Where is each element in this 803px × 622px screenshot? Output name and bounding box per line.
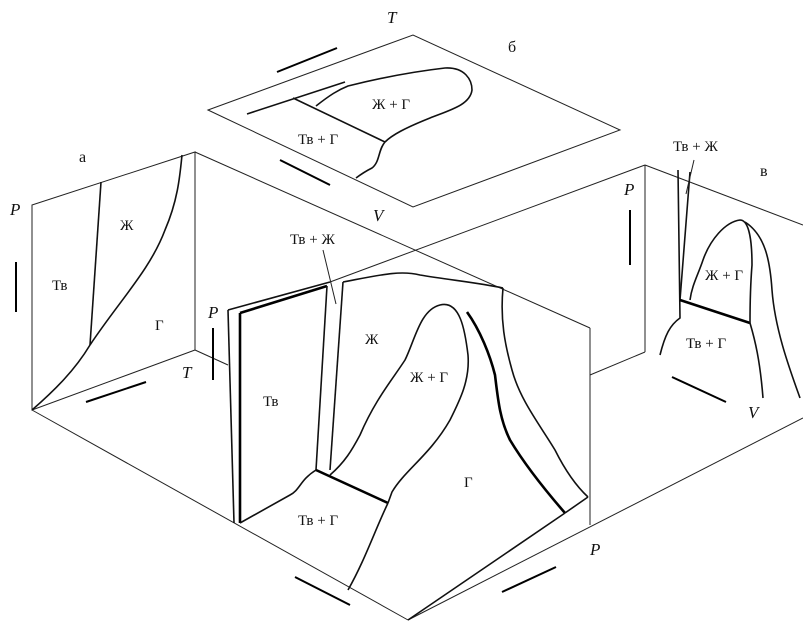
liquid-gas-dome-main xyxy=(329,303,470,504)
frame-lines xyxy=(31,34,803,621)
liquid-gas-label-main: Ж + Г xyxy=(410,370,448,386)
liquid-surface-top xyxy=(342,272,504,289)
outer-gas-boundary-c xyxy=(744,221,801,399)
liquid-region-label-main: Ж xyxy=(365,332,379,348)
solid-gas-boundary xyxy=(239,469,317,524)
v-axis-label-b: V xyxy=(373,206,386,225)
v-axis-arrow-main xyxy=(294,576,351,606)
frame-edge-lower-back xyxy=(194,349,229,366)
melting-curve xyxy=(89,181,102,346)
solid-liquid-leader-c xyxy=(685,159,695,195)
gas-region-label-main: Г xyxy=(464,475,473,491)
pv-panel-top-edge xyxy=(644,164,803,226)
gas-surface-upper-edge xyxy=(501,287,589,498)
t-axis-label-a: T xyxy=(182,363,193,382)
liquid-gas-label-c: Ж + Г xyxy=(705,268,743,284)
gas-surface-right-edge xyxy=(564,496,589,514)
solid-gas-label-main: Тв + Г xyxy=(298,513,338,529)
p-axis-label-a: P xyxy=(9,200,20,219)
solid-gas-label-b: Тв + Г xyxy=(298,132,338,148)
liquid-gas-dome-c xyxy=(689,219,753,324)
gas-boundary-b xyxy=(355,141,386,179)
liquid-gas-dome-b xyxy=(315,67,473,143)
panel-c-label: в xyxy=(760,163,768,180)
solid-boundary-c xyxy=(659,169,681,356)
panel-c-pv-diagram: P V в Тв + Ж Ж + Г Тв + Г xyxy=(623,139,801,422)
surface-top-left-edge xyxy=(227,281,331,311)
v-axis-arrow-b xyxy=(279,159,331,186)
t-axis-label-b: T xyxy=(387,8,398,27)
vaporization-curve xyxy=(89,154,183,346)
t-axis-arrow-main xyxy=(501,566,557,593)
panel-a-pt-diagram: P T а Тв Ж Г xyxy=(9,149,193,411)
critical-isotherm-main xyxy=(465,311,566,514)
solid-boundary-b xyxy=(246,81,346,115)
triple-line-main xyxy=(315,468,389,505)
solid-liquid-label-c: Тв + Ж xyxy=(673,139,718,155)
liquid-gas-label-b: Ж + Г xyxy=(372,97,410,113)
solid-liquid-boundary-right xyxy=(329,281,344,471)
solid-surface-top xyxy=(239,284,328,315)
p-axis-label-main: P xyxy=(207,303,218,322)
gas-region-label-a: Г xyxy=(155,318,164,334)
gas-surface-bottom-edge xyxy=(407,512,566,621)
triple-line-c xyxy=(679,298,751,325)
solid-liquid-leader-main xyxy=(322,249,337,305)
pt-top-plane xyxy=(206,34,622,208)
solid-liquid-label-main: Тв + Ж xyxy=(290,232,335,248)
solid-region-label-main: Тв xyxy=(263,394,279,410)
solid-gas-label-c: Тв + Г xyxy=(686,336,726,352)
t-axis-arrow-a xyxy=(85,381,147,403)
t-axis-label-main: P xyxy=(589,540,600,559)
panel-b-tv-diagram: T V б Ж + Г Тв + Г xyxy=(246,8,516,225)
solid-region-label-a: Тв xyxy=(52,278,68,294)
t-axis-arrow-b xyxy=(276,47,338,73)
main-pvt-surface: P P Тв Ж Г Ж + Г Тв + Г Тв + Ж xyxy=(207,232,600,621)
frame-edge-mid-diagonal xyxy=(589,351,646,376)
v-axis-label-c: V xyxy=(748,403,761,422)
solid-liquid-boundary-c xyxy=(679,171,691,301)
triple-line-b xyxy=(292,97,386,143)
liquid-region-label-a: Ж xyxy=(120,218,134,234)
frame-edge-top-back xyxy=(194,151,591,329)
v-axis-arrow-c xyxy=(671,376,727,403)
panel-a-label: а xyxy=(79,149,86,166)
surface-back-left-edge xyxy=(227,309,235,524)
gas-boundary-c xyxy=(749,322,764,399)
solid-liquid-boundary-left xyxy=(315,285,328,471)
frame-edge-bottom-left xyxy=(31,409,409,621)
p-axis-label-c: P xyxy=(623,180,634,199)
panel-b-label: б xyxy=(508,39,516,56)
gas-boundary-lower xyxy=(347,502,389,591)
frame-edge-upper-diagonal xyxy=(329,164,646,283)
frame-edge-bottom-right xyxy=(407,417,803,621)
sublimation-curve xyxy=(31,344,91,411)
